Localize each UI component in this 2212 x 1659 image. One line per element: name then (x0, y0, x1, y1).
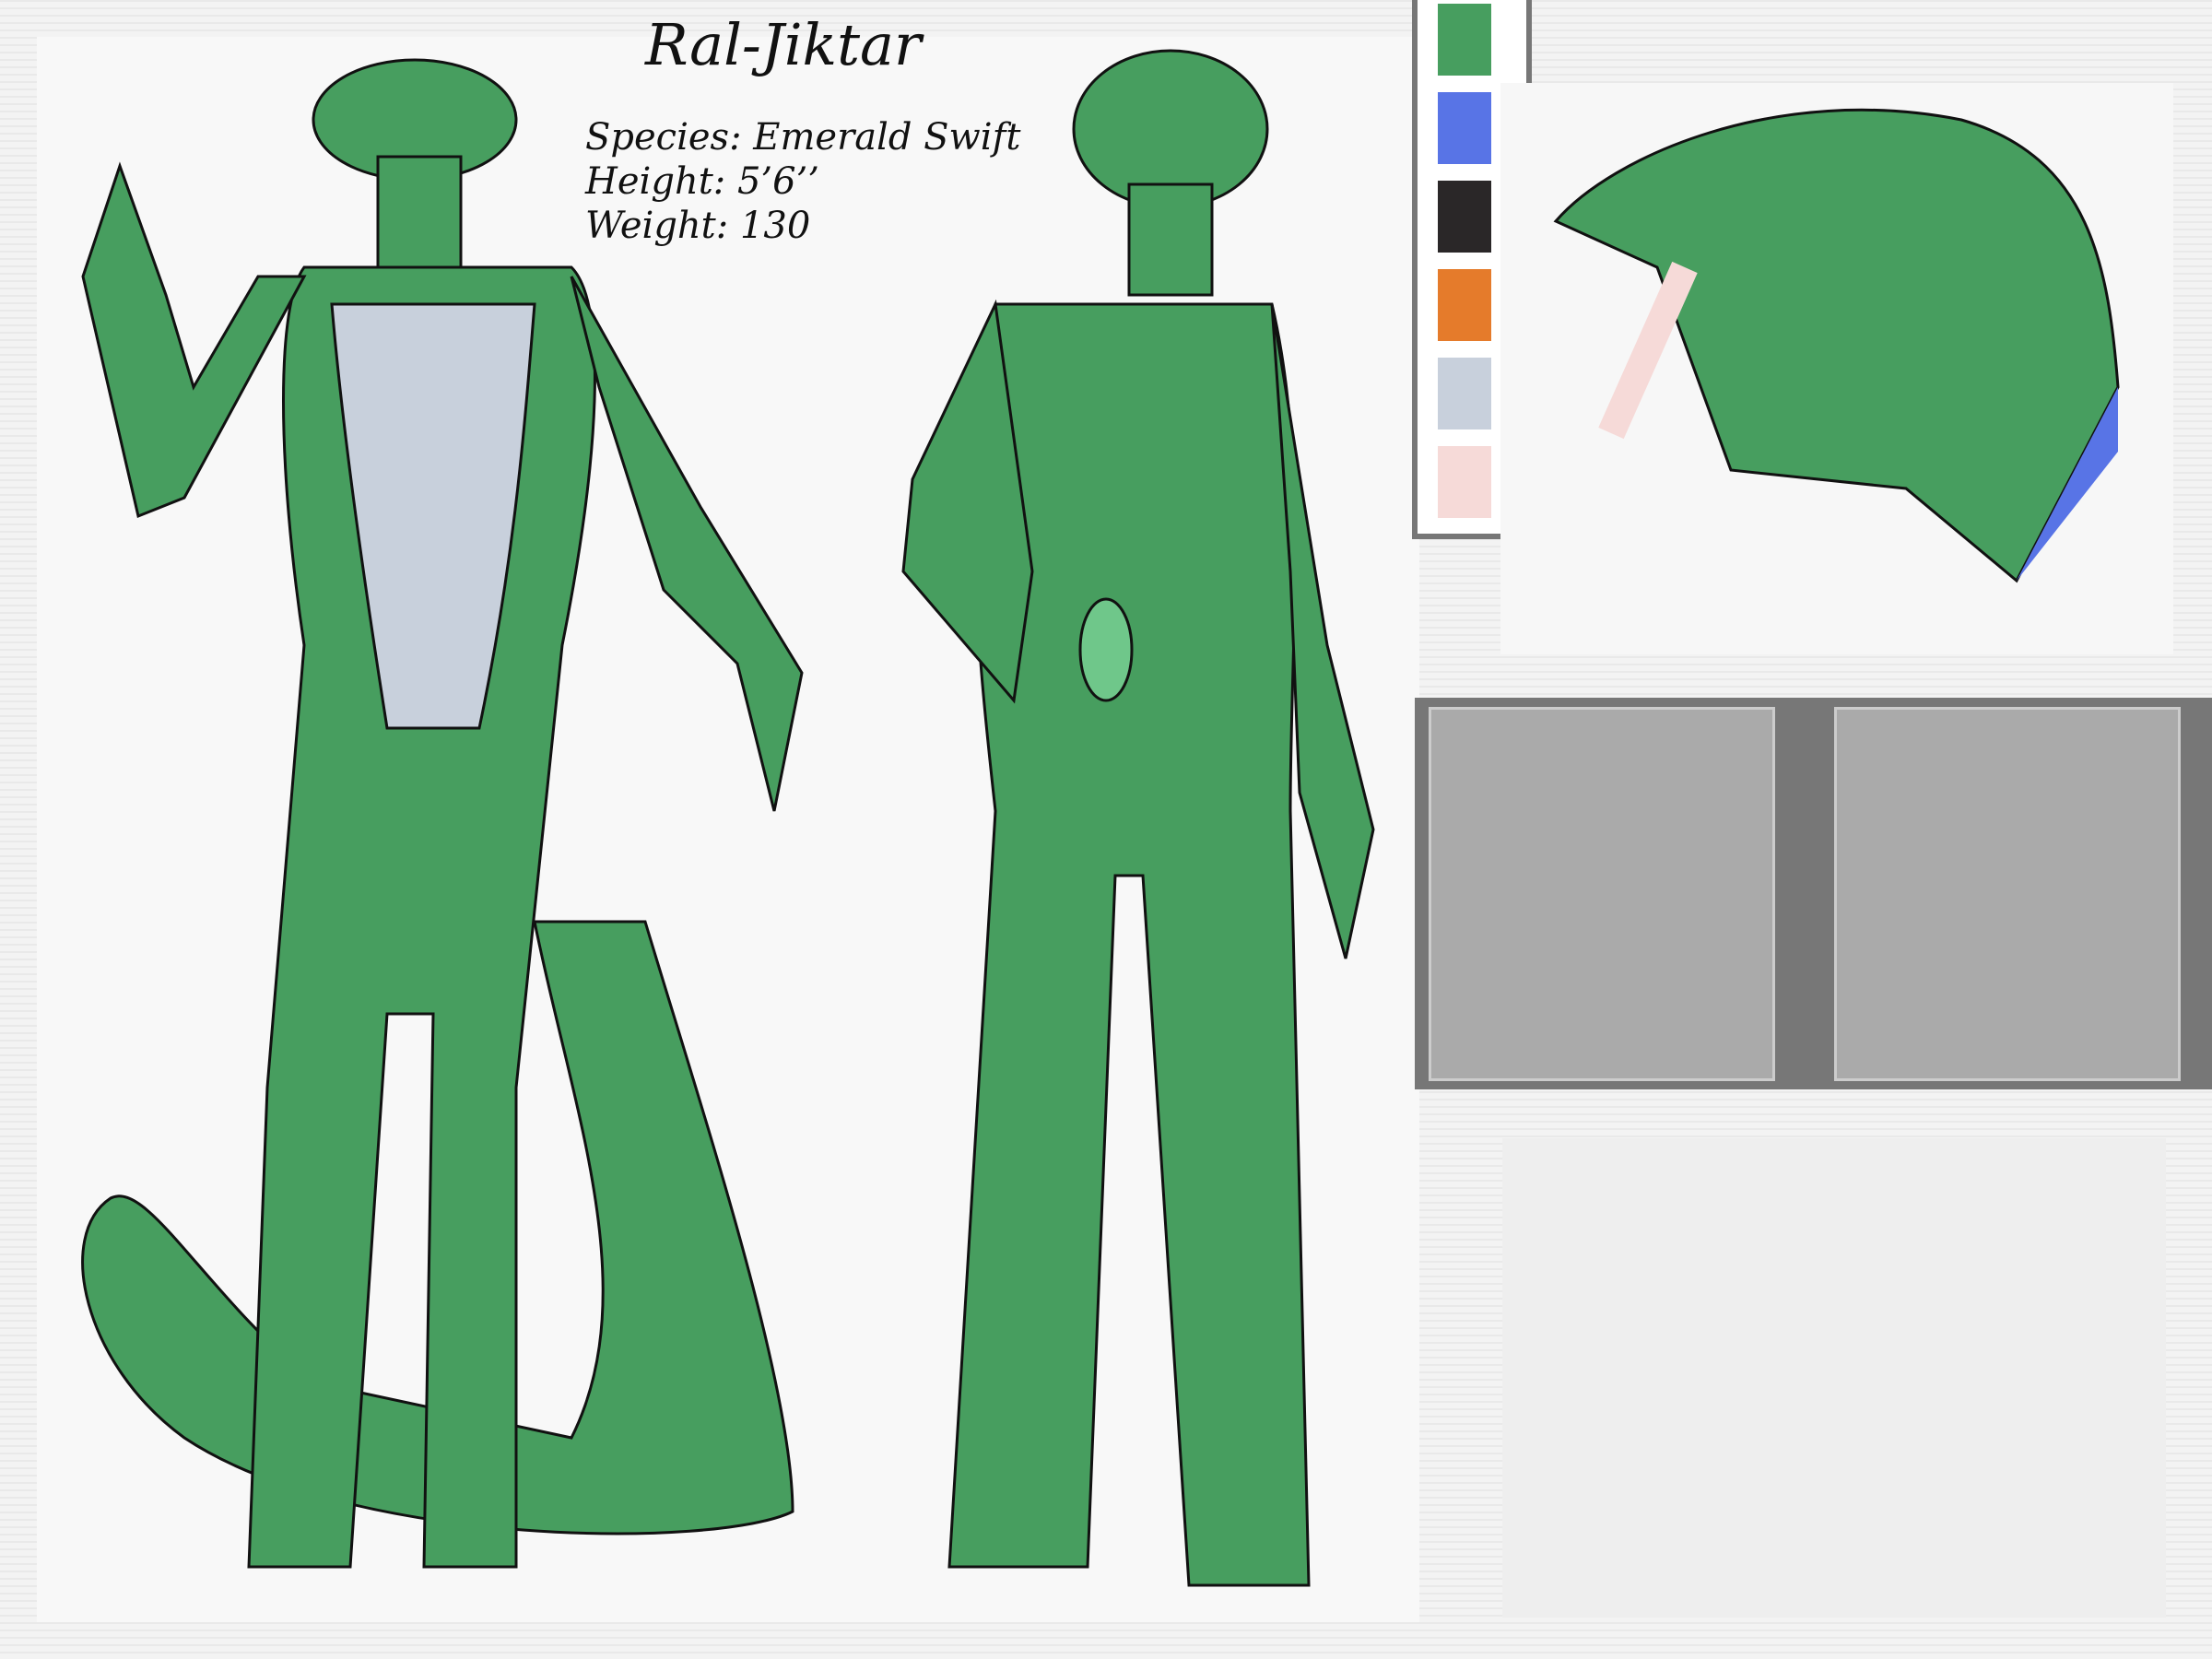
species-text: Species: Emerald Swift (585, 116, 1021, 159)
swatch-green (1438, 4, 1491, 76)
character-name-title: Ral-Jiktar (645, 11, 922, 78)
weight-text: Weight: 130 (585, 205, 811, 247)
detail-side-view (1429, 707, 1775, 1081)
head-closeup-illustration (1553, 108, 2120, 583)
head-closeup-panel (1500, 83, 2173, 654)
swatch-light-gray (1438, 358, 1491, 429)
front-view-figure (81, 58, 804, 1569)
swatch-pink (1438, 446, 1491, 518)
back-view-figure (901, 49, 1375, 1587)
height-text: Height: 5’6’’ (585, 160, 820, 203)
swatch-black (1438, 181, 1491, 253)
swatch-blue (1438, 92, 1491, 164)
detail-front-view (1834, 707, 2181, 1081)
swatch-orange (1438, 269, 1491, 341)
character-info: Species: Emerald Swift Height: 5’6’’ Wei… (585, 115, 1020, 248)
piercing-details-area (1415, 698, 2212, 1089)
closeup-panel (1502, 1138, 2166, 1618)
